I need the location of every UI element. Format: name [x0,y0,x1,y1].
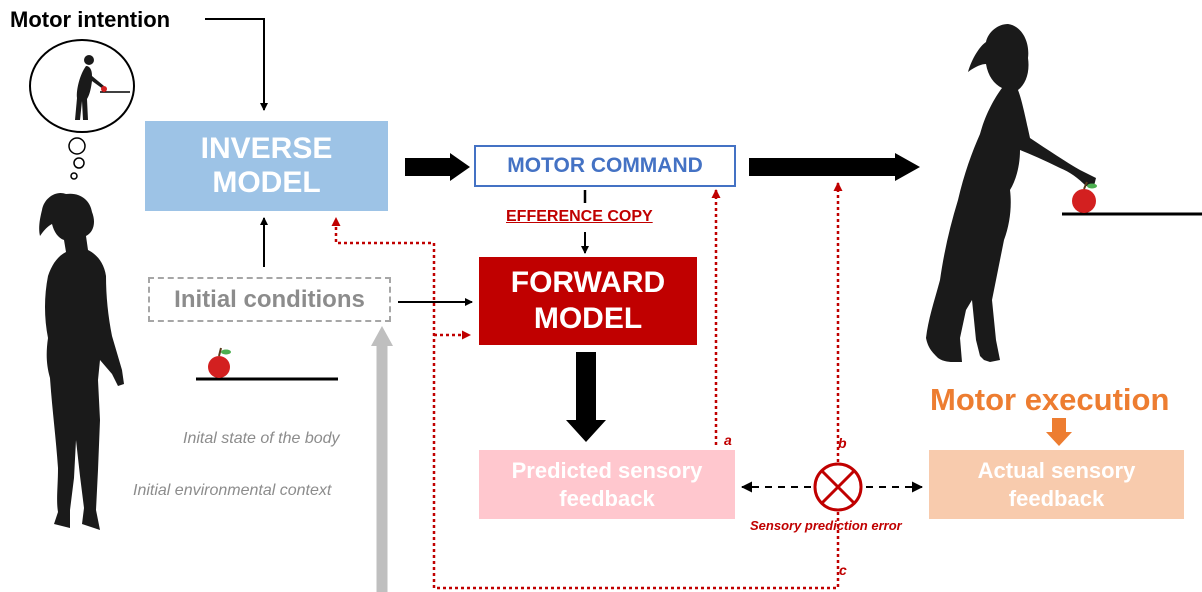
inverse-model-box: INVERSE MODEL [145,121,388,211]
path-a-label: a [724,432,732,448]
path-c-label: c [839,562,847,578]
predicted-feedback-box: Predicted sensory feedback [479,450,735,519]
path-b-label: b [838,435,847,451]
efference-copy-label: EFFERENCE COPY [506,208,653,225]
forward-model-box: FORWARD MODEL [479,257,697,345]
woman-silhouette-icon [926,24,1096,362]
motor-intention-label: Motor intention [10,7,171,32]
initial-conditions-box: Initial conditions [148,277,391,322]
intention-arrow [205,18,268,111]
motor-execution-label: Motor execution [930,382,1170,417]
initial-body-state-label: Inital state of the body [183,430,340,447]
command-to-execution-arrow [749,153,920,181]
initial-env-context-label: Initial environmental context [133,482,332,499]
thought-bubble-icon [29,39,135,180]
motor-command-box: MOTOR COMMAND [474,145,736,187]
prediction-error-label: Sensory prediction error [750,518,902,533]
comparator-icon [813,462,863,512]
apple-icon [1072,181,1097,213]
woman-silhouette-icon [39,192,125,531]
execution-to-actual-arrow [1046,418,1072,446]
forward-to-predicted-arrow [566,352,606,442]
apple-icon [208,347,231,378]
inverse-to-command-arrow [405,153,470,181]
feedback-bar-head [371,326,393,346]
actual-feedback-box: Actual sensory feedback [929,450,1184,519]
